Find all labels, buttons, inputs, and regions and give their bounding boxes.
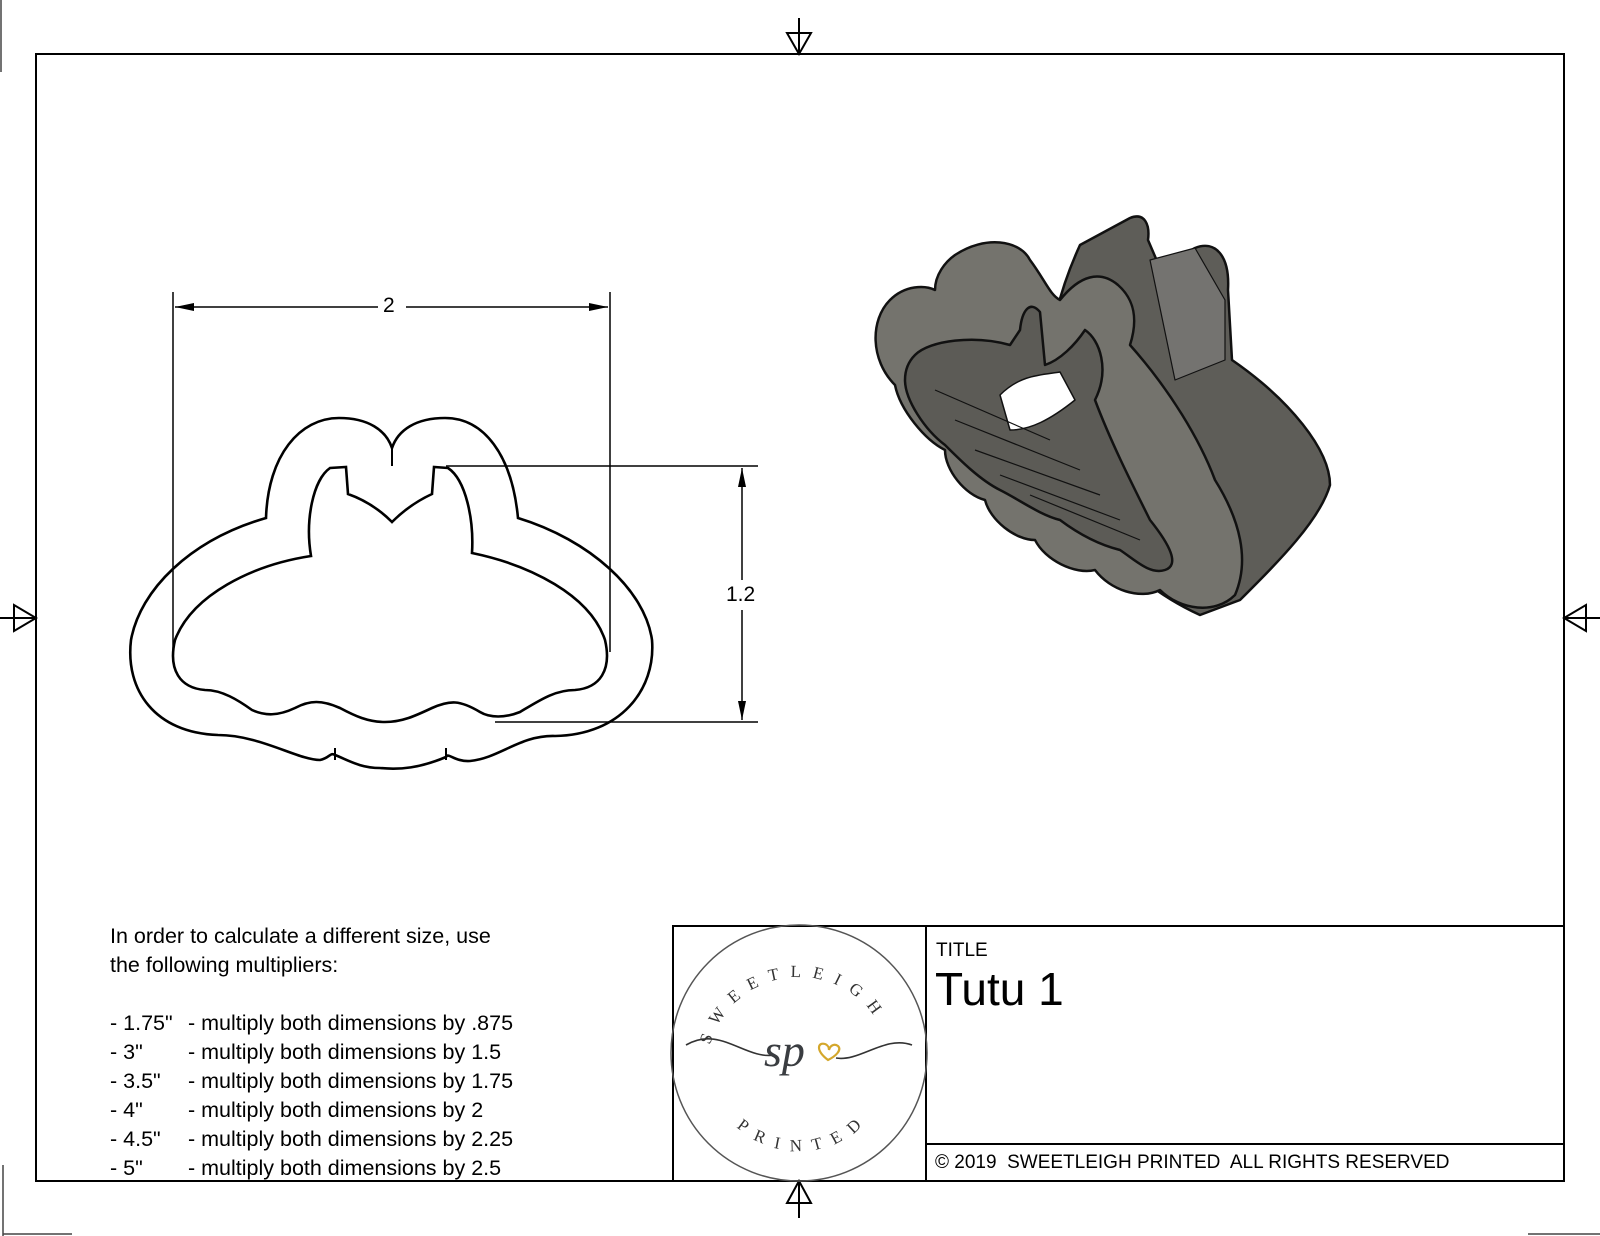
multiplier-size: - 1.75" (110, 1011, 173, 1035)
copyright-notice: © 2019 SWEETLEIGH PRINTED ALL RIGHTS RES… (935, 1152, 1450, 1173)
svg-text:sp: sp (764, 1025, 805, 1076)
multiplier-size: - 3" (110, 1040, 143, 1064)
multiplier-row: - 5" - multiply both dimensions by 2.5 (110, 1154, 513, 1183)
title-label: TITLE (936, 940, 988, 961)
multiplier-row: - 4.5" - multiply both dimensions by 2.2… (110, 1125, 513, 1154)
svg-text:PRINTED: PRINTED (734, 1108, 873, 1156)
dimension-height-label: 1.2 (722, 583, 760, 607)
multiplier-size: - 3.5" (110, 1069, 161, 1093)
multiplier-text: - multiply both dimensions by 1.75 (188, 1069, 514, 1093)
dimension-width (172, 292, 611, 652)
center-marker-right (1562, 603, 1600, 633)
multiplier-size: - 4.5" (110, 1127, 161, 1151)
title-value: Tutu 1 (935, 963, 1064, 1015)
sweetleigh-logo: SWEETLEIGH PRINTED sp (670, 924, 928, 1182)
multiplier-row: - 4" - multiply both dimensions by 2 (110, 1096, 513, 1125)
center-marker-left (0, 603, 38, 633)
note-intro-line-1: In order to calculate a different size, … (110, 924, 491, 948)
title-block-frame (672, 925, 1565, 1182)
multiplier-row: - 3.5" - multiply both dimensions by 1.7… (110, 1067, 513, 1096)
multiplier-text: - multiply both dimensions by 2 (188, 1098, 484, 1122)
note-intro-line-2: the following multipliers: (110, 953, 339, 977)
multiplier-text: - multiply both dimensions by .875 (188, 1011, 514, 1035)
size-multiplier-note: In order to calculate a different size, … (110, 922, 513, 1183)
dimension-height (446, 465, 758, 723)
multiplier-size: - 4" (110, 1098, 143, 1122)
multiplier-row: - 3" - multiply both dimensions by 1.5 (110, 1038, 513, 1067)
heart-icon (817, 1042, 841, 1062)
cutter-3d-model (874, 215, 1332, 617)
multiplier-size: - 5" (110, 1156, 143, 1180)
multiplier-text: - multiply both dimensions by 1.5 (188, 1040, 502, 1064)
center-marker-bottom (785, 1178, 813, 1218)
multiplier-text: - multiply both dimensions by 2.25 (188, 1127, 514, 1151)
dimension-width-label: 2 (379, 294, 399, 318)
cutter-outline-2d (128, 416, 654, 770)
multiplier-text: - multiply both dimensions by 2.5 (188, 1156, 502, 1180)
multiplier-row: - 1.75" - multiply both dimensions by .8… (110, 1009, 513, 1038)
center-marker-top (785, 18, 813, 57)
